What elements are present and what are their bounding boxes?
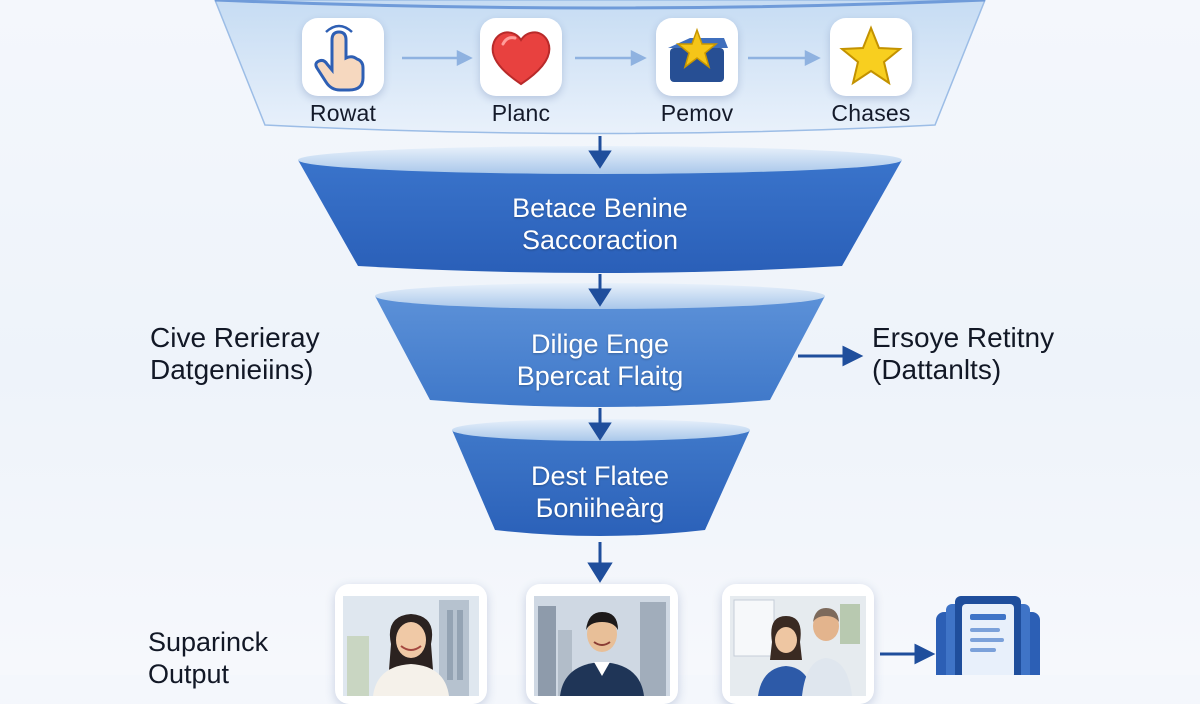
output-photo-card-1	[335, 584, 487, 704]
funnel-top-band	[214, 0, 986, 135]
people-photo-pair	[730, 596, 866, 696]
step-icon-box-1	[302, 18, 384, 96]
funnel-stage-3-text: Dest Flatee Бoniiheàrg	[480, 460, 720, 524]
person-photo-woman	[343, 596, 479, 696]
step-label-2: Planc	[491, 100, 551, 126]
left-side-line1: Cive Rerieray	[150, 322, 320, 353]
funnel-stage-3	[452, 430, 750, 536]
funnel-stage-2	[375, 296, 825, 407]
hand-pointer-icon	[314, 24, 365, 92]
flow-arrows	[587, 136, 613, 583]
bottom-output-line1: Suparinck	[148, 627, 269, 657]
funnel-stage-1-line1: Betace Benine	[512, 193, 688, 223]
funnel-stage-2-text: Dilige Enge Bpercat Flaitg	[440, 328, 760, 392]
funnel-stage-2-line2: Bpercat Flaitg	[516, 361, 684, 391]
right-side-label: Ersoye Retitny (Dattanlts)	[872, 322, 1054, 386]
right-side-arrow	[798, 345, 864, 367]
output-photo-card-2	[526, 584, 678, 704]
step-icon-box-2	[480, 18, 562, 96]
step-icon-box-3	[656, 18, 738, 96]
right-side-line1: Ersoye Retitny	[872, 322, 1055, 353]
funnel-top-rim	[214, 0, 986, 10]
step-arrows	[402, 49, 821, 67]
funnel-stage-1-line2: Saccoraction	[521, 225, 679, 255]
box-star-icon	[668, 27, 728, 82]
left-side-line2: Datgenieiins)	[150, 354, 314, 385]
funnel-stage-3-line2: Бoniiheàrg	[535, 493, 665, 523]
right-side-line2: (Dattanlts)	[872, 354, 1002, 385]
bottom-output-line2: Output	[148, 659, 230, 689]
left-side-label: Cive Rerieray Datgenieiins)	[150, 322, 320, 386]
step-label-1: Rowat	[309, 100, 377, 126]
heart-icon	[491, 31, 551, 86]
bottom-output-label: Suparinck Output	[148, 626, 268, 690]
output-photo-card-3	[722, 584, 874, 704]
funnel-stage-1-text: Betace Benine Saccoraction	[400, 192, 800, 256]
funnel-stage-2-line1: Dilige Enge	[530, 329, 670, 359]
funnel-stage-3-line1: Dest Flatee	[530, 461, 670, 491]
step-label-4: Chases	[831, 100, 911, 126]
funnel-diagram	[214, 0, 1040, 675]
document-stack-icon	[936, 596, 1040, 675]
person-photo-man	[534, 596, 670, 696]
step-icon-box-4	[830, 18, 912, 96]
step-label-3: Pemov	[660, 100, 734, 126]
output-arrow	[880, 643, 936, 665]
funnel-stage-1	[298, 160, 902, 273]
star-icon	[839, 25, 903, 86]
